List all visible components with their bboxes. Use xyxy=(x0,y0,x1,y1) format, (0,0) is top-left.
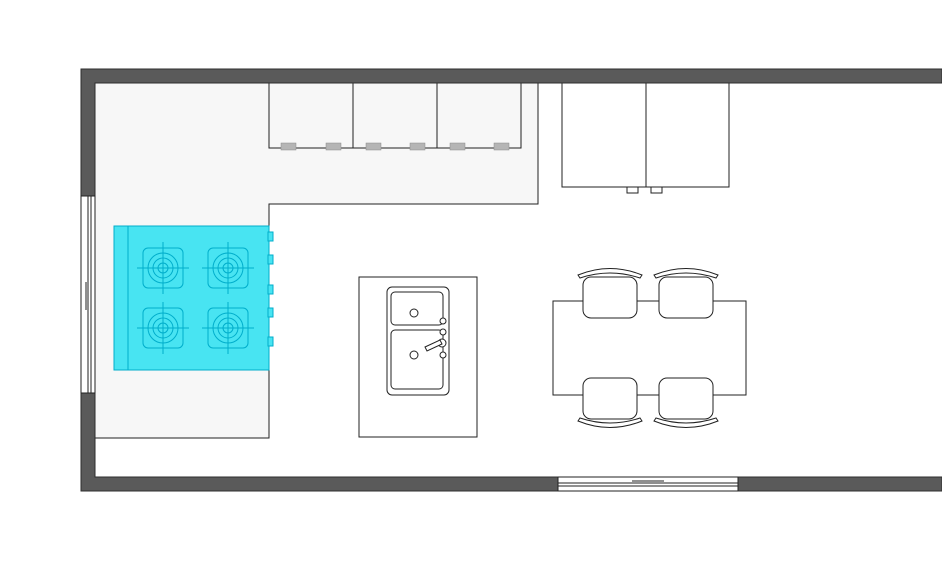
burner-ring xyxy=(222,322,234,334)
cooktop-surface[interactable] xyxy=(113,225,270,371)
kitchen-island[interactable] xyxy=(358,276,478,438)
cabinet-handle xyxy=(409,142,426,151)
stove-knob[interactable] xyxy=(267,254,274,265)
dining-table[interactable] xyxy=(552,300,747,396)
drain-icon xyxy=(409,308,419,318)
burner-icon[interactable] xyxy=(137,302,189,354)
refrigerator-door-left[interactable] xyxy=(561,82,647,188)
dining-set xyxy=(552,268,747,428)
faucet-knob[interactable] xyxy=(439,317,447,325)
sink-basin-large[interactable] xyxy=(390,329,444,390)
chair-back xyxy=(653,417,719,428)
bottom-window[interactable] xyxy=(557,476,739,492)
refrigerator[interactable] xyxy=(561,82,730,194)
cabinet-door[interactable] xyxy=(268,82,354,149)
burner-ring xyxy=(157,322,169,334)
stove-knob[interactable] xyxy=(267,336,274,347)
refrigerator-door-right[interactable] xyxy=(645,82,730,188)
cabinet-handle xyxy=(280,142,297,151)
faucet-knob[interactable] xyxy=(439,351,447,359)
chair-seat xyxy=(658,276,714,319)
burner-ring xyxy=(147,252,179,284)
burner-ring xyxy=(212,252,244,284)
sink-basin-small[interactable] xyxy=(390,291,444,326)
chair-seat xyxy=(582,276,638,319)
stove-knob[interactable] xyxy=(267,307,274,318)
burner-ring xyxy=(152,257,174,279)
cabinet-handle xyxy=(325,142,342,151)
cabinet-handle xyxy=(493,142,510,151)
chair-back xyxy=(577,417,643,428)
stove[interactable] xyxy=(113,225,274,371)
burner-icon[interactable] xyxy=(137,242,189,294)
burner-icon[interactable] xyxy=(202,242,254,294)
burner-ring xyxy=(147,312,179,344)
burner-icon[interactable] xyxy=(202,302,254,354)
dining-chair[interactable] xyxy=(577,268,643,319)
cabinet-handle xyxy=(365,142,382,151)
dining-chair[interactable] xyxy=(653,268,719,319)
chair-back xyxy=(653,268,719,279)
burner-ring xyxy=(222,262,234,274)
burner-ring xyxy=(217,317,239,339)
stove-knob[interactable] xyxy=(267,231,274,242)
chair-seat xyxy=(582,377,638,420)
refrigerator-handle xyxy=(626,186,639,194)
stove-knob[interactable] xyxy=(267,284,274,295)
drain-icon xyxy=(409,350,419,360)
burner-ring xyxy=(157,262,169,274)
burner-ring xyxy=(217,257,239,279)
burner-ring xyxy=(212,312,244,344)
left-window[interactable] xyxy=(80,195,96,394)
cabinet-handle xyxy=(449,142,466,151)
faucet-spout[interactable] xyxy=(424,339,443,352)
cabinet-door[interactable] xyxy=(352,82,438,149)
chair-seat xyxy=(658,377,714,420)
refrigerator-handle xyxy=(650,186,663,194)
cabinet-row xyxy=(268,82,522,151)
dining-chair[interactable] xyxy=(653,377,719,428)
burner-ring xyxy=(152,317,174,339)
cabinet-door[interactable] xyxy=(436,82,522,149)
dining-chair[interactable] xyxy=(577,377,643,428)
chair-back xyxy=(577,268,643,279)
faucet-knob[interactable] xyxy=(439,328,447,336)
